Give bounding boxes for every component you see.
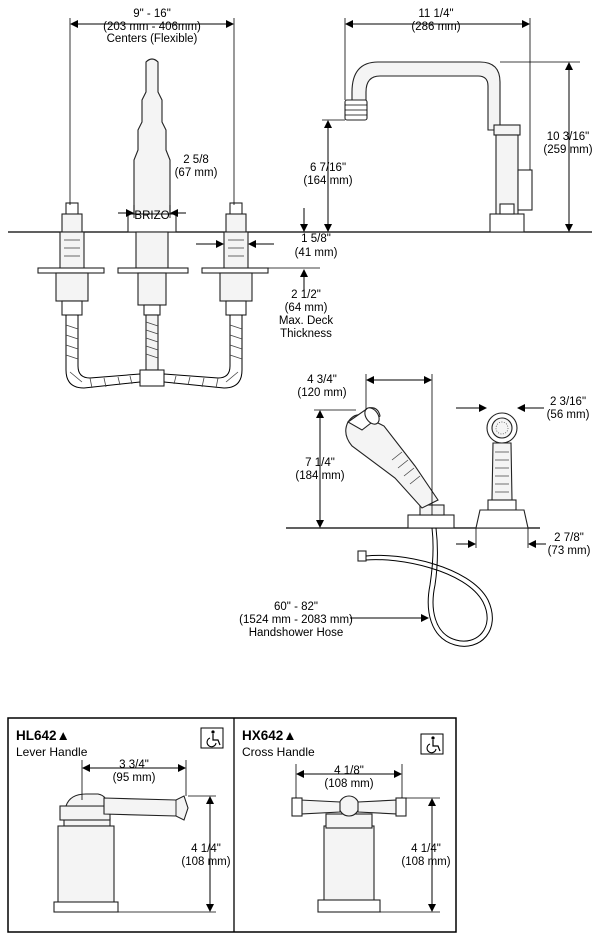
handshower-front-view xyxy=(475,412,529,529)
lever-handle-model: HL642▲ xyxy=(16,728,70,743)
lever-width-dim-mm: (95 mm) xyxy=(113,772,156,784)
spout-side-view xyxy=(344,61,533,233)
lever-width-dim-in: 3 3/4" xyxy=(119,759,149,771)
centers-dim-in: 9" - 16" xyxy=(133,8,171,20)
cross-width-dim-in: 4 1/8" xyxy=(334,765,364,777)
wheelchair-icon xyxy=(420,733,444,755)
handshower-side-view xyxy=(345,407,455,529)
base-width-dim-in: 2 7/8" xyxy=(554,532,584,544)
centers-dim-label: Centers (Flexible) xyxy=(107,33,198,45)
deck-thickness-dim-in: 2 1/2" xyxy=(291,289,321,301)
roman-tub-valve-assembly: BRIZO xyxy=(37,58,269,389)
valve-width-dim-in: 2 5/8 xyxy=(183,154,209,166)
deck-thickness-label-1: Max. Deck xyxy=(279,315,334,327)
cross-width-dim-mm: (108 mm) xyxy=(324,778,373,790)
cross-handle-name: Cross Handle xyxy=(242,745,315,759)
valve-marking: BRIZO xyxy=(134,210,169,222)
hose-dim-mm: (1524 mm - 2083 mm) xyxy=(239,614,353,626)
cross-height-dim-mm: (108 mm) xyxy=(401,856,450,868)
shank-depth-dim-mm: (41 mm) xyxy=(295,247,338,259)
spout-height-dim-in: 10 3/16" xyxy=(547,131,589,143)
wheelchair-icon xyxy=(200,727,224,749)
deck-thickness-dim-mm: (64 mm) xyxy=(285,302,328,314)
lever-height-dim-mm: (108 mm) xyxy=(181,856,230,868)
outlet-height-dim-mm: (164 mm) xyxy=(303,175,352,187)
base-width-dim-mm: (73 mm) xyxy=(548,545,591,557)
handshower-hose xyxy=(357,527,493,647)
valve-width-dim-mm: (67 mm) xyxy=(175,167,218,179)
lever-handle-panel: HL642▲ Lever Handle 3 3/4" (95 mm) 4 1/4… xyxy=(16,727,231,913)
lever-height-dim-in: 4 1/4" xyxy=(191,843,221,855)
deck-thickness-label-2: Thickness xyxy=(280,328,332,340)
head-width-dim-in: 2 3/16" xyxy=(550,396,586,408)
cross-handle-model: HX642▲ xyxy=(242,728,297,743)
cross-height-dim-in: 4 1/4" xyxy=(411,843,441,855)
handshower-height-dim-in: 7 1/4" xyxy=(305,457,335,469)
spout-reach-dim-mm: (286 mm) xyxy=(411,21,460,33)
handle-options-box xyxy=(7,717,457,933)
hose-label: Handshower Hose xyxy=(249,627,344,639)
handshower-height-dim-mm: (184 mm) xyxy=(295,470,344,482)
cross-handle-panel: HX642▲ Cross Handle 4 1/8" (108 mm) 4 1/… xyxy=(242,728,451,913)
spout-height-dim-mm: (259 mm) xyxy=(543,144,592,156)
handshower-reach-dim-mm: (120 mm) xyxy=(297,387,346,399)
lever-handle-name: Lever Handle xyxy=(16,745,88,759)
outlet-height-dim-in: 6 7/16" xyxy=(310,162,346,174)
spout-reach-dim-in: 11 1/4" xyxy=(418,8,453,20)
hose-dim-in: 60" - 82" xyxy=(274,601,318,613)
handshower-reach-dim-in: 4 3/4" xyxy=(307,374,337,386)
centers-dim-mm: (203 mm - 406mm) xyxy=(103,21,201,33)
head-width-dim-mm: (56 mm) xyxy=(547,409,590,421)
shank-depth-dim-in: 1 5/8" xyxy=(301,233,331,245)
